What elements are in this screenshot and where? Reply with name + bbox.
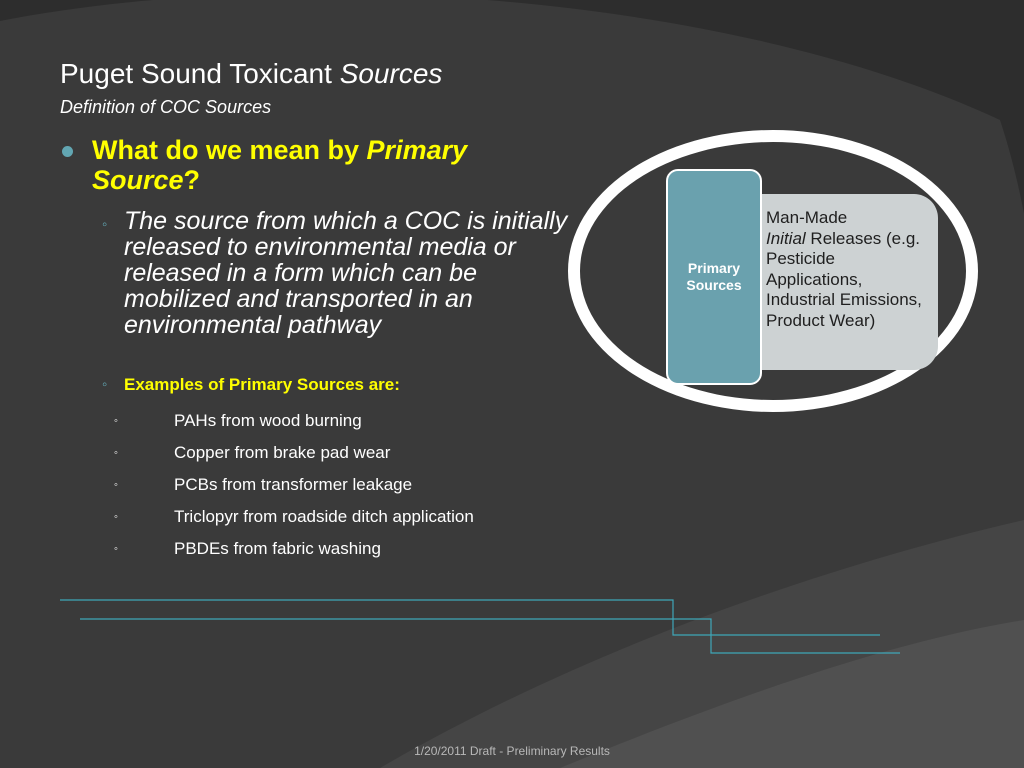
list-marker: ◦ [114, 415, 118, 427]
definition-text: The source from which a COC is initially… [124, 207, 568, 339]
list-marker: ◦ [114, 543, 118, 555]
question-heading: What do we mean by Primary Source? [92, 135, 468, 195]
examples-heading: Examples of Primary Sources are: [124, 375, 400, 394]
question-bullet [62, 146, 73, 157]
examples-bullet: ◦ [102, 376, 108, 393]
diagram-ellipse [568, 130, 988, 420]
list-marker: ◦ [114, 447, 118, 459]
slide-footer: 1/20/2011 Draft - Preliminary Results [414, 744, 610, 758]
list-marker: ◦ [114, 511, 118, 523]
slide-subtitle: Definition of COC Sources [60, 97, 272, 117]
slide-title: Puget Sound Toxicant Sources [60, 58, 443, 89]
definition-bullet: ◦ [102, 216, 108, 233]
list-marker: ◦ [114, 479, 118, 491]
detail-box: •Man-Made Initial Releases (e.g. Pestici… [730, 194, 938, 370]
detail-text: •Man-Made Initial Releases (e.g. Pestici… [754, 208, 922, 330]
divider-lines [60, 599, 900, 654]
